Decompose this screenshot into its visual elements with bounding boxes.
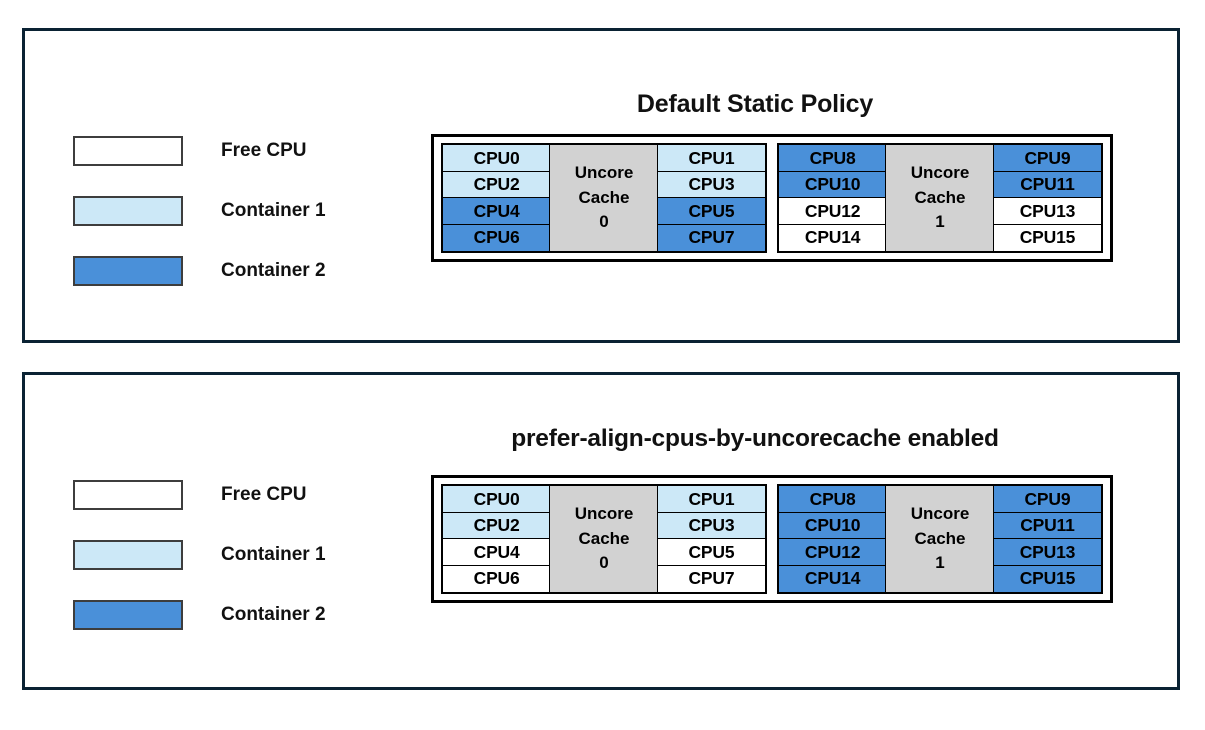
legend: Free CPU Container 1 Container 2	[73, 121, 326, 301]
uncore-cache-label-line-2: Cache	[578, 528, 630, 548]
uncore-cache-label-index: 0	[599, 212, 609, 232]
cpu-cell: CPU9	[993, 144, 1102, 173]
panel-title: prefer-align-cpus-by-uncorecache enabled	[511, 425, 999, 452]
cpu-cell: CPU12	[778, 538, 887, 567]
cpu-cell: CPU11	[993, 511, 1102, 540]
legend-swatch-free-cpu	[73, 480, 183, 510]
uncore-cache-label-line-2: Cache	[914, 187, 966, 207]
uncore-cache-group-0: CPU0 CPU2 CPU4 CPU6 Uncore Cache 0 CPU1 …	[441, 143, 767, 253]
panel-prefer-align-cpus-by-uncorecache: prefer-align-cpus-by-uncorecache enabled…	[22, 372, 1180, 690]
cpu-cell: CPU15	[993, 223, 1102, 252]
legend-row-container-2: Container 2	[73, 585, 326, 645]
cpu-topology-diagram: CPU0 CPU2 CPU4 CPU6 Uncore Cache 0 CPU1 …	[431, 475, 1113, 603]
cpu-cell: CPU1	[657, 485, 766, 514]
cpu-cell: CPU0	[442, 144, 551, 173]
cpu-column-left: CPU8 CPU10 CPU12 CPU14	[778, 485, 887, 593]
legend-label-container-2: Container 2	[221, 260, 326, 281]
cpu-cell: CPU8	[778, 485, 887, 514]
uncore-cache-group-1: CPU8 CPU10 CPU12 CPU14 Uncore Cache 1 CP…	[777, 143, 1103, 253]
legend-swatch-container-1	[73, 196, 183, 226]
uncore-cache-label-line-1: Uncore	[574, 504, 634, 524]
uncore-cache-box: Uncore Cache 1	[885, 144, 995, 252]
cpu-column-left: CPU8 CPU10 CPU12 CPU14	[778, 144, 887, 252]
cpu-cell: CPU15	[993, 564, 1102, 593]
legend-label-container-1: Container 1	[221, 544, 326, 565]
uncore-cache-group-1: CPU8 CPU10 CPU12 CPU14 Uncore Cache 1 CP…	[777, 484, 1103, 594]
cpu-cell: CPU0	[442, 485, 551, 514]
cpu-column-left: CPU0 CPU2 CPU4 CPU6	[442, 144, 551, 252]
legend-label-free-cpu: Free CPU	[221, 140, 307, 161]
cpu-cell: CPU14	[778, 564, 887, 593]
cpu-cell: CPU9	[993, 485, 1102, 514]
cpu-column-right: CPU9 CPU11 CPU13 CPU15	[993, 485, 1102, 593]
legend-label-container-2: Container 2	[221, 604, 326, 625]
uncore-cache-label-index: 0	[599, 553, 609, 573]
cpu-topology-diagram: CPU0 CPU2 CPU4 CPU6 Uncore Cache 0 CPU1 …	[431, 134, 1113, 262]
legend-swatch-container-2	[73, 256, 183, 286]
legend-row-container-1: Container 1	[73, 181, 326, 241]
uncore-cache-box: Uncore Cache 0	[549, 144, 659, 252]
cpu-cell: CPU12	[778, 197, 887, 226]
cpu-cell: CPU10	[778, 511, 887, 540]
uncore-cache-label-index: 1	[935, 212, 945, 232]
cpu-column-right: CPU1 CPU3 CPU5 CPU7	[657, 144, 766, 252]
cpu-column-right: CPU1 CPU3 CPU5 CPU7	[657, 485, 766, 593]
cpu-cell: CPU6	[442, 223, 551, 252]
cpu-cell: CPU10	[778, 170, 887, 199]
legend-label-container-1: Container 1	[221, 200, 326, 221]
cpu-cell: CPU3	[657, 511, 766, 540]
legend-swatch-container-2	[73, 600, 183, 630]
legend-row-free-cpu: Free CPU	[73, 465, 326, 525]
cpu-cell: CPU7	[657, 564, 766, 593]
uncore-cache-box: Uncore Cache 0	[549, 485, 659, 593]
legend-row-free-cpu: Free CPU	[73, 121, 326, 181]
cpu-cell: CPU13	[993, 538, 1102, 567]
cpu-cell: CPU5	[657, 538, 766, 567]
cpu-cell: CPU7	[657, 223, 766, 252]
cpu-cell: CPU13	[993, 197, 1102, 226]
cpu-cell: CPU8	[778, 144, 887, 173]
cpu-cell: CPU1	[657, 144, 766, 173]
uncore-cache-group-0: CPU0 CPU2 CPU4 CPU6 Uncore Cache 0 CPU1 …	[441, 484, 767, 594]
legend-swatch-container-1	[73, 540, 183, 570]
panel-title: Default Static Policy	[636, 90, 874, 118]
cpu-cell: CPU5	[657, 197, 766, 226]
legend-row-container-2: Container 2	[73, 241, 326, 301]
cpu-cell: CPU2	[442, 170, 551, 199]
legend-label-free-cpu: Free CPU	[221, 484, 307, 505]
cpu-cell: CPU11	[993, 170, 1102, 199]
cpu-cell: CPU6	[442, 564, 551, 593]
cpu-cell: CPU2	[442, 511, 551, 540]
cpu-column-right: CPU9 CPU11 CPU13 CPU15	[993, 144, 1102, 252]
uncore-cache-label-line-1: Uncore	[574, 163, 634, 183]
legend-swatch-free-cpu	[73, 136, 183, 166]
panel-default-static-policy: Default Static Policy Free CPU Container…	[22, 28, 1180, 343]
legend-row-container-1: Container 1	[73, 525, 326, 585]
cpu-cell: CPU14	[778, 223, 887, 252]
uncore-cache-label-index: 1	[935, 553, 945, 573]
cpu-cell: CPU3	[657, 170, 766, 199]
cpu-cell: CPU4	[442, 197, 551, 226]
legend: Free CPU Container 1 Container 2	[73, 465, 326, 645]
uncore-cache-label-line-1: Uncore	[910, 163, 970, 183]
uncore-cache-label-line-1: Uncore	[910, 504, 970, 524]
cpu-column-left: CPU0 CPU2 CPU4 CPU6	[442, 485, 551, 593]
uncore-cache-label-line-2: Cache	[914, 528, 966, 548]
uncore-cache-label-line-2: Cache	[578, 187, 630, 207]
uncore-cache-box: Uncore Cache 1	[885, 485, 995, 593]
cpu-cell: CPU4	[442, 538, 551, 567]
